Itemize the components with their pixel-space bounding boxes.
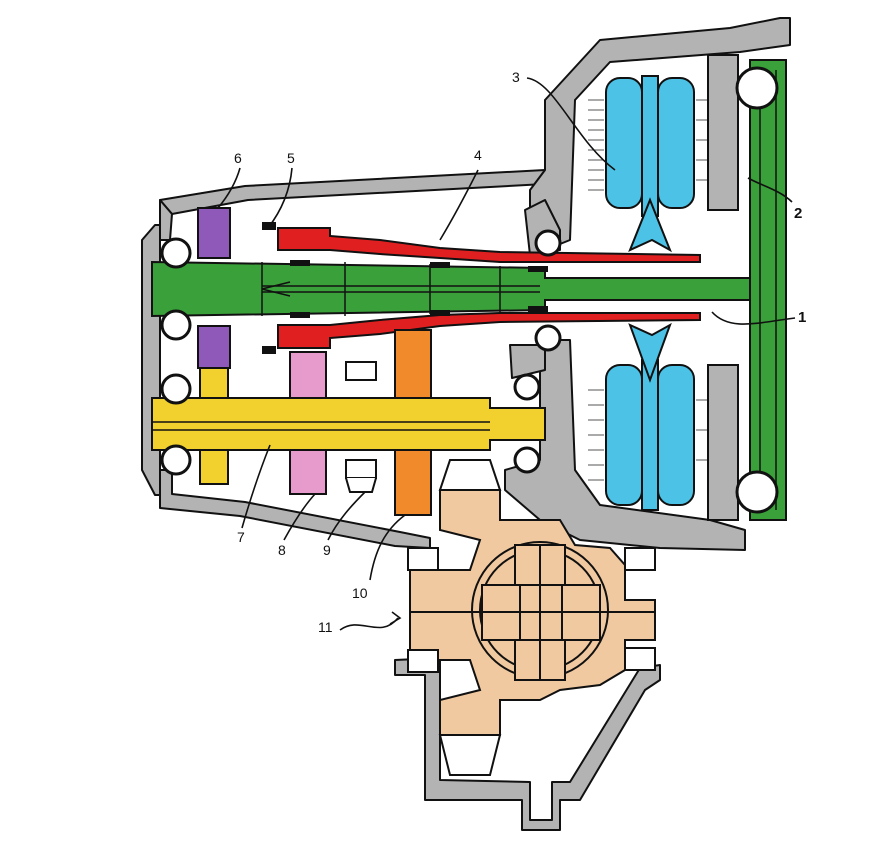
differential-housing [394,657,661,831]
synchro-9 [345,361,377,493]
housing-bottom-wall [159,469,431,549]
bearing-mid-3 [513,373,541,401]
gear-6-lower [197,325,231,369]
housing-inner-web-lower [509,344,546,379]
input-shaft-green [151,260,751,318]
leader-1 [711,311,796,325]
callout-labels: 1 2 3 4 5 6 7 8 9 10 11 [234,69,806,635]
bearing-left-4 [160,444,192,476]
leader-10 [369,514,406,581]
label-9: 9 [323,542,331,558]
yellow-gear-upper [199,367,229,399]
bell-housing-lower [504,339,746,551]
clutch-disc-bottom-1 [605,364,643,506]
leader-9 [327,491,366,541]
label-4: 4 [474,147,482,163]
leader-11 [339,617,399,631]
leader-5 [267,167,293,229]
clutch-disc-top-1 [605,77,643,209]
bearing-left-3 [160,373,192,405]
gear-6-upper [197,207,231,259]
pressure-plate-bottom [707,364,739,521]
clutch-disc-top-2 [641,75,659,217]
flywheel [735,59,787,521]
label-8: 8 [278,542,286,558]
label-10: 10 [352,585,368,601]
clutch-assembly [588,54,739,521]
clutch-hub-top [628,197,672,253]
label-3: 3 [512,69,520,85]
flywheel-bearing-top [735,66,779,110]
green-shaft-body [151,260,751,318]
clutch-disc-top-3 [657,77,695,209]
leader-lines [217,77,796,631]
yellow-shaft-body [151,397,546,451]
gear-8-lower [289,449,327,495]
differential-bearings [407,459,656,776]
bearing-mid-4 [513,446,541,474]
leader-3 [526,77,616,171]
gear-10-lower [394,449,432,516]
bearing-left-2 [160,309,192,341]
label-2: 2 [794,205,802,222]
differential [409,489,656,736]
label-7: 7 [237,529,245,545]
bearing-mid-1 [534,229,562,257]
bearing-left-1 [160,237,192,269]
clutch-disc-bottom-3 [657,364,695,506]
label-6: 6 [234,150,242,166]
hollow-shaft-red [277,227,701,349]
red-shaft-upper [277,227,701,263]
gear-10-upper [394,329,432,399]
leader-2 [747,177,793,203]
bearings [160,229,562,476]
clutch-hub-bottom [628,322,672,383]
leader-4 [439,169,479,241]
leader-8 [283,493,316,541]
label-11: 11 [318,619,333,635]
gear-8-upper [289,351,327,399]
leader-7 [241,444,271,529]
leader-6 [217,167,241,209]
red-shaft-lower [277,312,701,349]
label-5: 5 [287,150,295,166]
yellow-gear-lower [199,449,229,485]
label-1: 1 [798,309,806,326]
pressure-plate-top [707,54,739,211]
bearing-mid-2 [534,324,562,352]
flywheel-bearing-bottom [735,470,779,514]
flywheel-plate [749,59,787,521]
